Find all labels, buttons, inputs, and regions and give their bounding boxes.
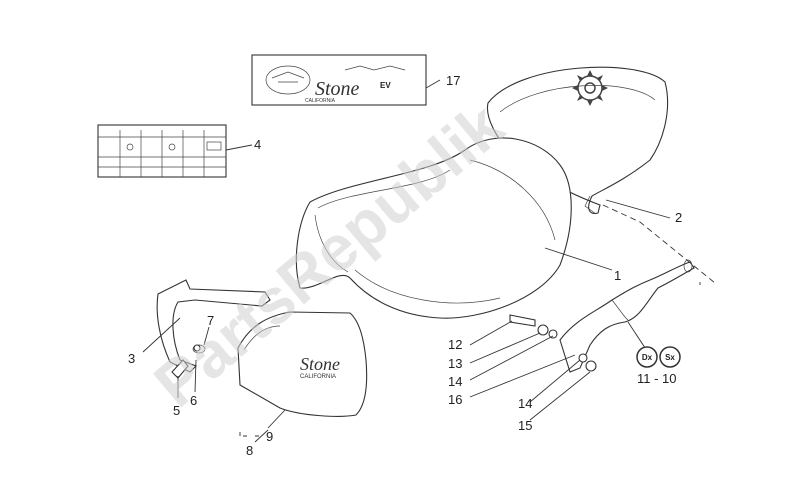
seat-bracket-11-10 <box>559 259 695 373</box>
decal-badge-text: EV <box>380 81 391 90</box>
callout-2: 2 <box>675 210 682 225</box>
callout-4: 4 <box>254 137 261 152</box>
hardware <box>171 314 597 379</box>
badge-sx-text: Sx <box>665 353 675 362</box>
side-cover-frame-3 <box>156 279 271 373</box>
leader-lines <box>142 79 716 443</box>
callout-7: 7 <box>207 313 214 328</box>
decal-sheet-17: EV Stone CALIFORNIA <box>251 54 427 106</box>
decal-sub-text: CALIFORNIA <box>305 98 336 104</box>
gear-icon <box>572 70 608 106</box>
fuse-table-decal-4 <box>97 124 227 178</box>
rider-seat-1 <box>295 137 572 319</box>
callout-17: 17 <box>446 73 460 88</box>
side-cover-script-text: Stone <box>300 354 340 374</box>
callout-12: 12 <box>448 337 462 352</box>
callout-6: 6 <box>190 393 197 408</box>
callout-13: 13 <box>448 356 462 371</box>
callout-8: 8 <box>246 443 253 458</box>
side-cover-9: Stone CALIFORNIA <box>237 311 368 417</box>
callout-14a: 14 <box>448 374 462 389</box>
callout-9: 9 <box>266 429 273 444</box>
callout-16: 16 <box>448 392 462 407</box>
callout-1: 1 <box>614 268 621 283</box>
badge-sx: Sx <box>659 346 681 368</box>
callout-5: 5 <box>173 403 180 418</box>
badge-dx-text: Dx <box>642 353 653 362</box>
badge-dx: Dx <box>636 346 658 368</box>
side-cover-sub-text: CALIFORNIA <box>300 374 336 380</box>
callout-11-10: 11 - 10 <box>637 371 677 386</box>
callout-3: 3 <box>128 351 135 366</box>
callout-15: 15 <box>518 418 532 433</box>
decal-script-text: Stone <box>315 78 360 100</box>
callout-14b: 14 <box>518 396 532 411</box>
